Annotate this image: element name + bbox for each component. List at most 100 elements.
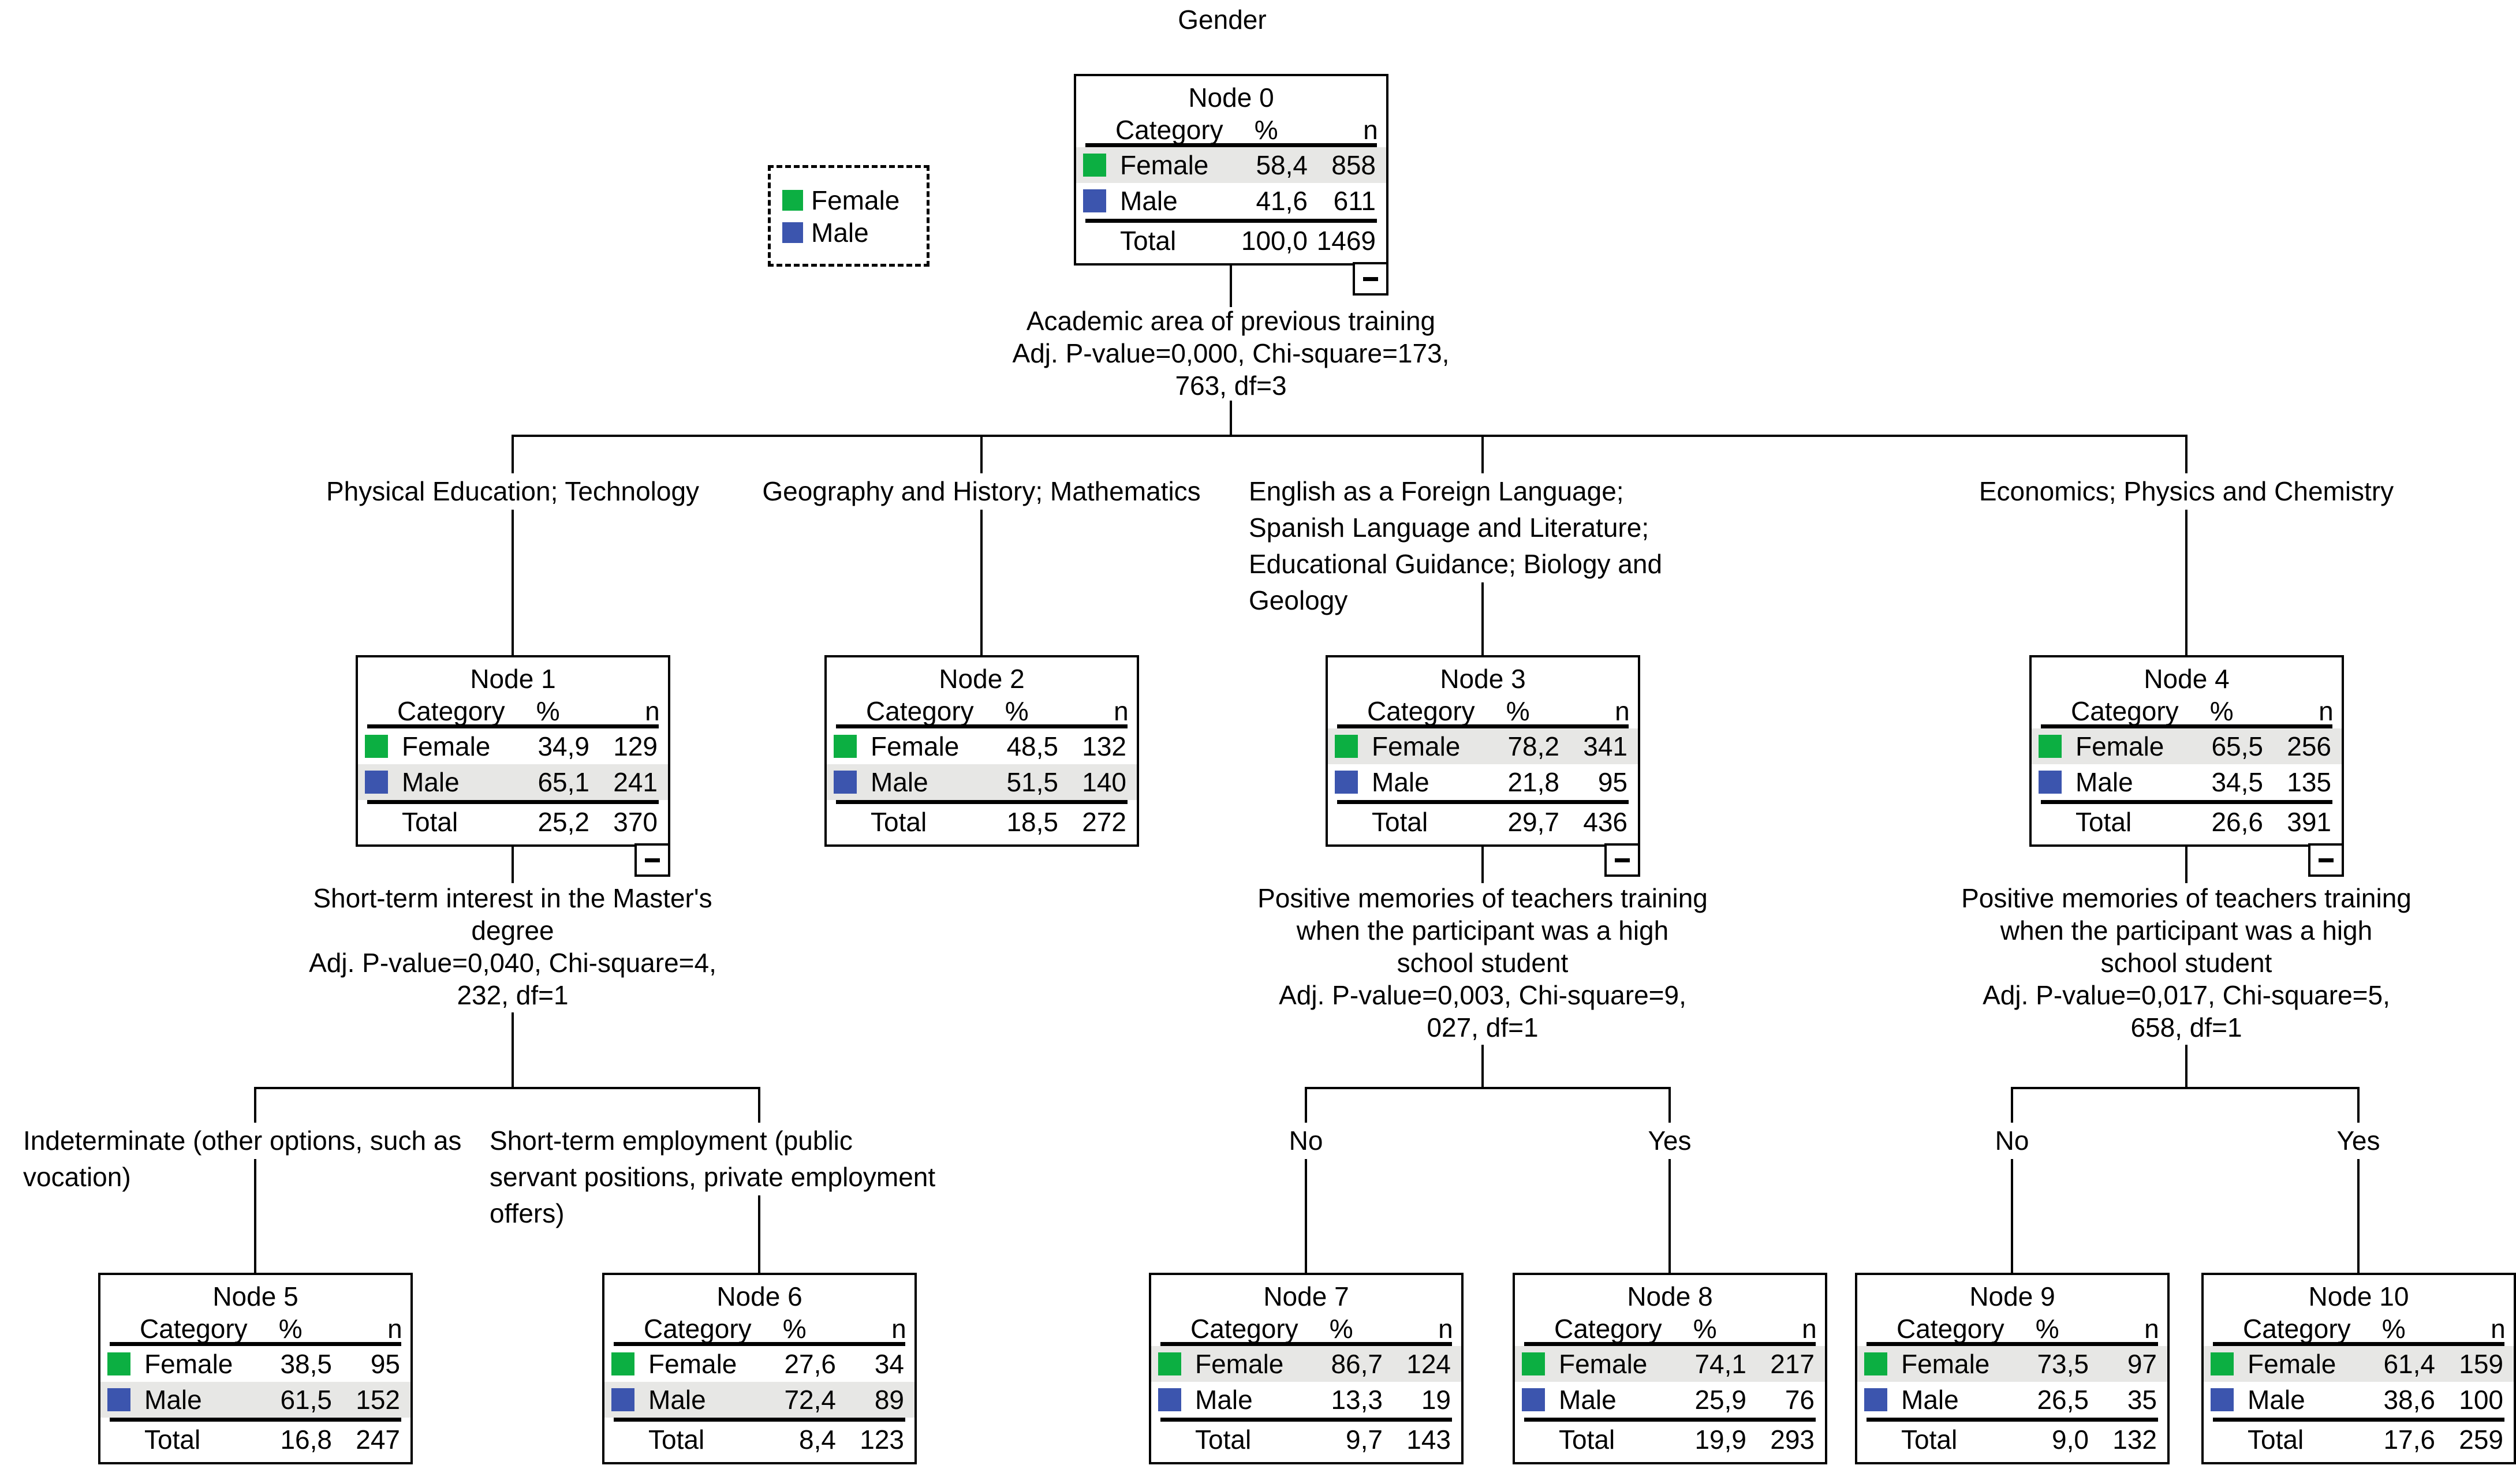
category-row-female: Female 78,2 341: [1328, 728, 1638, 764]
category-percent: 73,5: [2037, 1349, 2089, 1379]
column-header-n: n: [645, 696, 660, 726]
female-swatch-icon: [107, 1352, 130, 1375]
female-swatch-icon: [611, 1352, 634, 1375]
column-header-n: n: [2144, 1314, 2159, 1344]
node-0: Node 0 Category % n Female 58,4 858 Male…: [1074, 74, 1388, 296]
total-rule: [614, 1418, 905, 1422]
total-rule: [2041, 800, 2332, 804]
split-line: Positive memories of teachers training: [1961, 883, 2412, 913]
node-title: Node 6: [716, 1281, 802, 1311]
branch-label-line: No: [1992, 1123, 2032, 1159]
split-text-node1: Short-term interest in the Master's degr…: [253, 882, 772, 1011]
column-header-category: Category: [2071, 696, 2179, 726]
male-swatch-icon: [2039, 771, 2062, 794]
node-title: Node 1: [470, 664, 556, 694]
category-count: 100: [2459, 1385, 2503, 1415]
node-10: Node 10 Category % n Female 61,4 159 Mal…: [2201, 1273, 2516, 1464]
total-rule: [1867, 1418, 2158, 1422]
collapse-node-button[interactable]: [1353, 262, 1388, 296]
node-table-header: Category % n: [1857, 1313, 2167, 1344]
category-label: Female: [1559, 1349, 1648, 1379]
category-percent: 65,5: [2211, 731, 2263, 761]
category-label: Male: [871, 767, 928, 797]
category-percent: 34,9: [537, 731, 589, 761]
node-title: Node 2: [939, 664, 1025, 694]
total-label: Total: [1195, 1425, 1252, 1455]
column-header-percent: %: [1506, 696, 1530, 726]
total-label: Total: [1120, 226, 1177, 256]
node-4: Node 4 Category % n Female 65,5 256 Male…: [2029, 655, 2344, 877]
category-count: 858: [1331, 150, 1376, 180]
total-percent: 19,9: [1694, 1425, 1746, 1455]
category-label: Female: [2248, 1349, 2336, 1379]
female-swatch-icon: [1335, 735, 1358, 758]
total-rule: [1085, 219, 1377, 223]
header-rule: [1524, 1342, 1816, 1346]
category-row-female: Female 34,9 129: [358, 728, 668, 764]
category-row-female: Female 48,5 132: [827, 728, 1137, 764]
split-line: 658, df=1: [2130, 1012, 2242, 1042]
category-percent: 61,5: [280, 1385, 332, 1415]
category-count: 19: [1421, 1385, 1451, 1415]
total-label: Total: [1559, 1425, 1615, 1455]
split-text-node4: Positive memories of teachers training w…: [1927, 882, 2446, 1044]
category-percent: 38,6: [2383, 1385, 2435, 1415]
legend-item-female: Female: [782, 184, 927, 216]
legend-label-female: Female: [811, 185, 900, 215]
branch-label-node7: No: [1248, 1123, 1364, 1159]
collapse-node-button[interactable]: [2308, 843, 2344, 877]
header-rule: [614, 1342, 905, 1346]
total-count: 123: [860, 1425, 904, 1455]
minus-icon: [1363, 276, 1378, 281]
category-label: Female: [1372, 731, 1461, 761]
collapse-node-button[interactable]: [634, 843, 670, 877]
branch-label-node10: Yes: [2301, 1123, 2416, 1159]
branch-label-node8: Yes: [1612, 1123, 1727, 1159]
category-label: Female: [1901, 1349, 1990, 1379]
header-rule: [2041, 724, 2332, 728]
male-swatch-icon: [107, 1388, 130, 1411]
category-row-male: Male 26,5 35: [1857, 1382, 2167, 1418]
column-header-category: Category: [397, 696, 505, 726]
legend: Female Male: [768, 165, 929, 267]
total-row: Total 19,9 293: [1515, 1422, 1825, 1457]
female-swatch-icon: [782, 190, 803, 211]
total-count: 370: [613, 807, 658, 837]
collapse-node-button[interactable]: [1604, 843, 1640, 877]
category-percent: 51,5: [1006, 767, 1058, 797]
category-percent: 41,6: [1256, 186, 1308, 216]
category-row-female: Female 38,5 95: [100, 1346, 410, 1382]
column-header-percent: %: [782, 1314, 807, 1344]
category-row-female: Female 61,4 159: [2204, 1346, 2514, 1382]
category-label: Female: [648, 1349, 737, 1379]
category-percent: 86,7: [1331, 1349, 1383, 1379]
column-header-percent: %: [1329, 1314, 1353, 1344]
male-swatch-icon: [834, 771, 857, 794]
category-label: Male: [1901, 1385, 1959, 1415]
total-label: Total: [2248, 1425, 2304, 1455]
column-header-n: n: [2319, 696, 2334, 726]
total-row: Total 9,0 132: [1857, 1422, 2167, 1457]
category-count: 256: [2287, 731, 2331, 761]
category-percent: 13,3: [1331, 1385, 1383, 1415]
category-count: 611: [1333, 186, 1376, 216]
total-label: Total: [2075, 807, 2132, 837]
total-row: Total 25,2 370: [358, 804, 668, 840]
branch-label-line: Economics; Physics and Chemistry: [1976, 473, 2397, 510]
category-percent: 38,5: [280, 1349, 332, 1379]
category-label: Male: [1559, 1385, 1617, 1415]
total-rule: [1337, 800, 1629, 804]
total-row: Total 8,4 123: [604, 1422, 914, 1457]
column-header-category: Category: [866, 696, 974, 726]
header-rule: [110, 1342, 401, 1346]
category-count: 241: [613, 767, 658, 797]
column-header-percent: %: [2035, 1314, 2059, 1344]
category-row-female: Female 86,7 124: [1151, 1346, 1461, 1382]
column-header-category: Category: [2243, 1314, 2351, 1344]
total-count: 436: [1583, 807, 1627, 837]
female-swatch-icon: [834, 735, 857, 758]
split-line: 027, df=1: [1427, 1012, 1539, 1042]
branch-label-node2: Geography and History; Mathematics: [722, 473, 1241, 510]
split-line: 232, df=1: [457, 980, 569, 1010]
